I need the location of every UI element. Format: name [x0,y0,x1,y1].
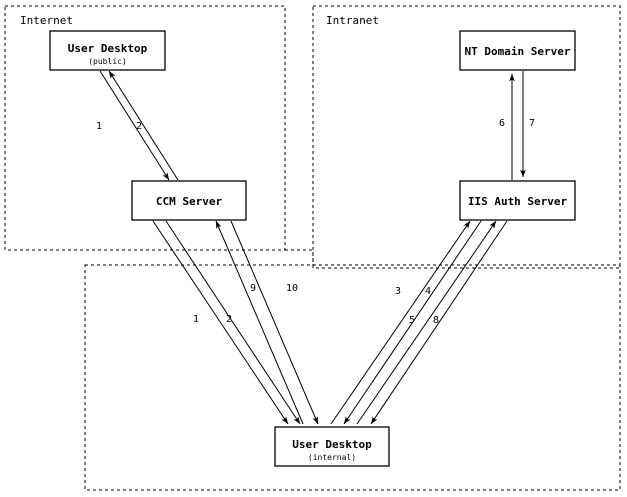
step-label-1-public: 1 [96,121,102,132]
flow-line-step-5 [356,220,497,425]
flow-line-step-10 [230,220,319,425]
node-box-user-desktop-public[interactable] [49,30,166,71]
node-title-nt-domain-server: NT Domain Server [465,45,571,58]
node-ccm-server[interactable]: CCM Server [131,180,247,221]
zone-label-internet: Internet [20,14,73,27]
flow-line-step-1-internal [152,220,289,425]
step-label-2-public: 2 [136,121,142,132]
flow-line-step-4 [343,220,482,425]
flow-line-step-2-internal [165,220,301,425]
flow-line-step-1-public [99,70,170,181]
step-label-2-internal: 2 [226,314,232,325]
zone-boundary-lower [84,264,621,491]
step-label-6: 6 [499,118,505,129]
flow-line-step-8 [370,220,508,425]
step-label-5: 5 [409,315,415,326]
step-label-8: 8 [433,315,439,326]
node-box-iis-auth-server[interactable] [459,180,576,221]
zone-boundary-intranet [312,5,621,269]
node-subtitle-user-desktop-public: (public) [88,57,127,66]
zone-label-intranet: Intranet [326,14,379,27]
step-label-9: 9 [250,283,256,294]
step-label-10: 10 [286,283,298,294]
node-box-user-desktop-internal[interactable] [274,426,390,467]
node-subtitle-user-desktop-internal: (internal) [308,453,356,462]
node-title-user-desktop-internal: User Desktop [292,438,372,451]
flow-line-step-9 [215,220,304,425]
node-title-ccm-server: CCM Server [156,195,223,208]
node-user-desktop-public[interactable]: User Desktop (public) [49,30,166,71]
step-label-7: 7 [529,118,535,129]
step-label-3: 3 [395,286,401,297]
node-box-ccm-server[interactable] [131,180,247,221]
node-user-desktop-internal[interactable]: User Desktop (internal) [274,426,390,467]
step-label-4: 4 [425,286,431,297]
flow-line-step-2-public [108,70,179,181]
node-iis-auth-server[interactable]: IIS Auth Server [459,180,576,221]
node-title-iis-auth-server: IIS Auth Server [468,195,568,208]
node-nt-domain-server[interactable]: NT Domain Server [459,30,576,71]
node-box-nt-domain-server[interactable] [459,30,576,71]
node-title-user-desktop-public: User Desktop [68,42,148,55]
step-label-1-internal: 1 [193,314,199,325]
flow-line-step-3 [330,220,471,425]
